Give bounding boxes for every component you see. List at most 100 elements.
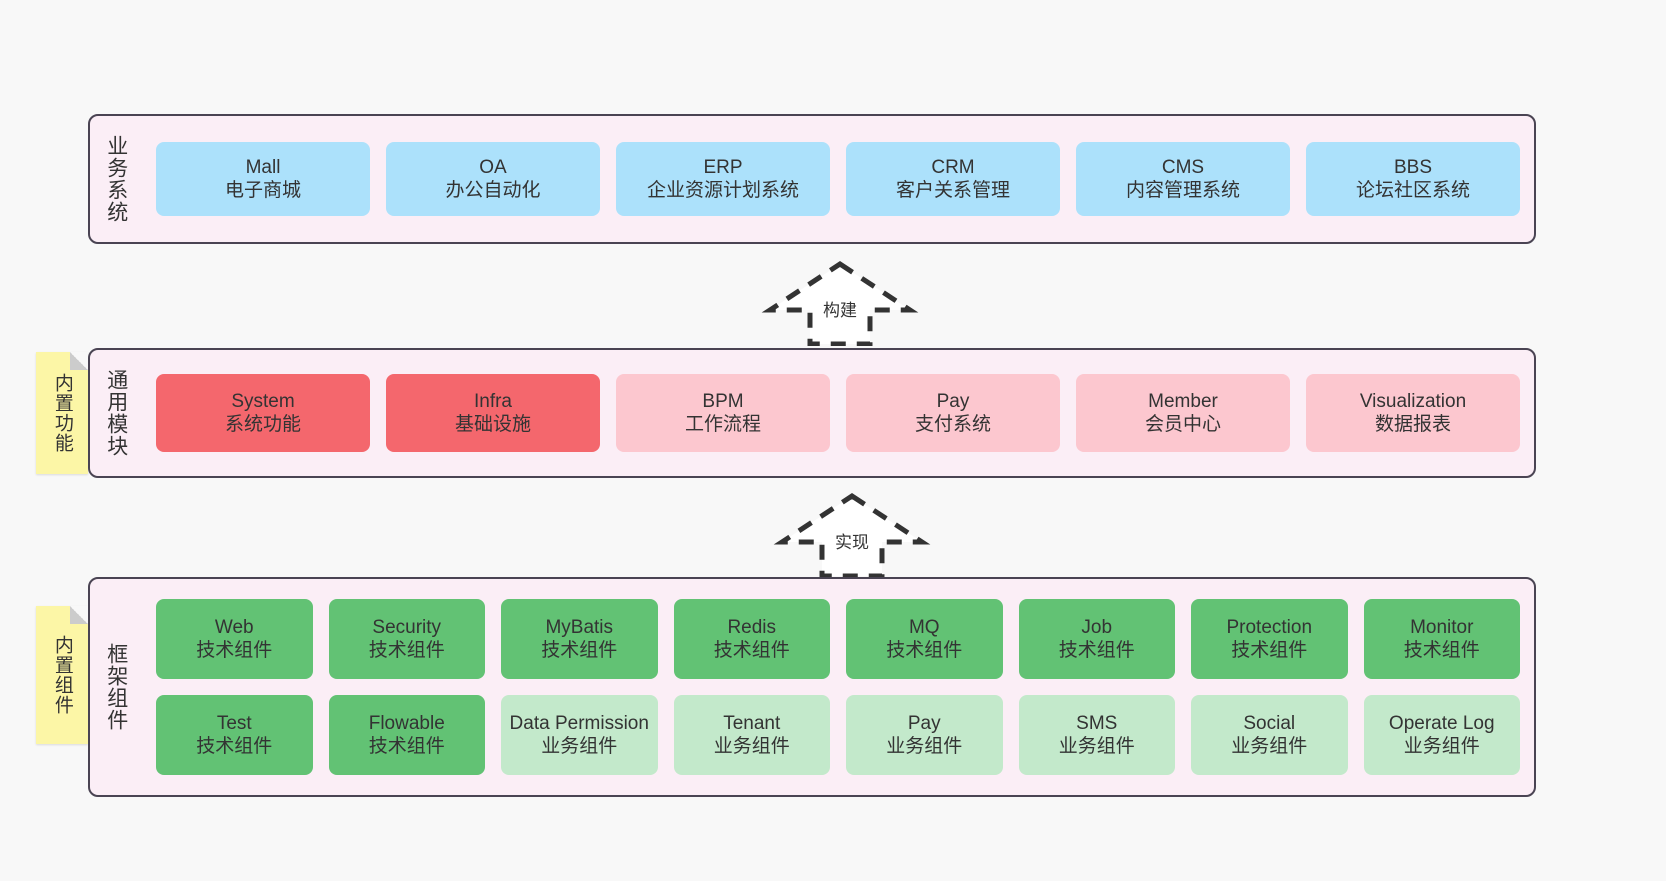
card-job[interactable]: Job 技术组件 xyxy=(1018,599,1175,679)
card-tenant[interactable]: Tenant 业务组件 xyxy=(673,695,830,775)
card-row: Web 技术组件 Security 技术组件 MyBatis 技术组件 Redi… xyxy=(156,599,1520,679)
card-cms[interactable]: CMS 内容管理系统 xyxy=(1076,142,1290,216)
card-monitor[interactable]: Monitor 技术组件 xyxy=(1363,599,1520,679)
card-title-cn: 业务组件 xyxy=(713,736,790,757)
card-title-cn: 内容管理系统 xyxy=(1125,180,1240,201)
card-member[interactable]: Member 会员中心 xyxy=(1076,374,1290,452)
card-pay[interactable]: Pay 支付系统 xyxy=(846,374,1060,452)
card-title-en: BBS xyxy=(1393,156,1433,178)
connector-realize: 实现 xyxy=(772,490,932,578)
card-title-cn: 基础设施 xyxy=(454,414,531,435)
card-title-en: Flowable xyxy=(368,712,445,734)
card-security[interactable]: Security 技术组件 xyxy=(328,599,485,679)
card-title-en: SMS xyxy=(1076,712,1118,734)
card-operate-log[interactable]: Operate Log 业务组件 xyxy=(1363,695,1520,775)
card-title-en: MyBatis xyxy=(545,616,614,638)
card-title-en: OA xyxy=(479,156,507,178)
card-title-cn: 业务组件 xyxy=(541,736,618,757)
card-title-cn: 技术组件 xyxy=(196,736,273,757)
card-title-en: Social xyxy=(1243,712,1296,734)
card-title-cn: 技术组件 xyxy=(1403,640,1480,661)
card-title-en: BPM xyxy=(702,390,744,412)
card-oa[interactable]: OA 办公自动化 xyxy=(386,142,600,216)
layer-common-module[interactable]: 通用模块 System 系统功能 Infra 基础设施 BPM 工作流程 Pay… xyxy=(88,348,1536,478)
card-flowable[interactable]: Flowable 技术组件 xyxy=(328,695,485,775)
card-visualization[interactable]: Visualization 数据报表 xyxy=(1306,374,1520,452)
card-title-cn: 技术组件 xyxy=(1231,640,1308,661)
card-infra[interactable]: Infra 基础设施 xyxy=(386,374,600,452)
card-title-en: Operate Log xyxy=(1388,712,1495,734)
card-redis[interactable]: Redis 技术组件 xyxy=(673,599,830,679)
card-bpm[interactable]: BPM 工作流程 xyxy=(616,374,830,452)
card-title-cn: 技术组件 xyxy=(368,736,445,757)
card-title-en: Test xyxy=(216,712,252,734)
card-title-cn: 业务组件 xyxy=(1403,736,1480,757)
card-title-cn: 业务组件 xyxy=(886,736,963,757)
card-sms[interactable]: SMS 业务组件 xyxy=(1018,695,1175,775)
layer-body-common: System 系统功能 Infra 基础设施 BPM 工作流程 Pay 支付系统… xyxy=(142,350,1534,476)
card-title-cn: 技术组件 xyxy=(1058,640,1135,661)
card-title-cn: 技术组件 xyxy=(541,640,618,661)
card-title-cn: 支付系统 xyxy=(914,414,991,435)
card-title-en: Protection xyxy=(1226,616,1313,638)
card-title-en: CRM xyxy=(931,156,975,178)
card-title-cn: 办公自动化 xyxy=(445,180,541,201)
card-title-en: Member xyxy=(1148,390,1218,412)
connector-build: 构建 xyxy=(760,258,920,346)
card-title-cn: 论坛社区系统 xyxy=(1355,180,1470,201)
card-title-cn: 技术组件 xyxy=(886,640,963,661)
card-mall[interactable]: Mall 电子商城 xyxy=(156,142,370,216)
card-mybatis[interactable]: MyBatis 技术组件 xyxy=(501,599,658,679)
card-title-cn: 电子商城 xyxy=(224,180,301,201)
card-title-cn: 系统功能 xyxy=(224,414,301,435)
card-title-cn: 业务组件 xyxy=(1231,736,1308,757)
card-title-en: Mall xyxy=(245,156,281,178)
card-title-cn: 技术组件 xyxy=(368,640,445,661)
layer-body-framework: Web 技术组件 Security 技术组件 MyBatis 技术组件 Redi… xyxy=(142,579,1534,795)
card-mq[interactable]: MQ 技术组件 xyxy=(846,599,1003,679)
card-title-en: ERP xyxy=(703,156,743,178)
card-title-en: MQ xyxy=(908,616,940,638)
layer-business-system[interactable]: 业务系统 Mall 电子商城 OA 办公自动化 ERP 企业资源计划系统 CRM… xyxy=(88,114,1536,244)
card-row: Mall 电子商城 OA 办公自动化 ERP 企业资源计划系统 CRM 客户关系… xyxy=(156,142,1520,216)
card-title-en: Pay xyxy=(907,712,941,734)
layer-body-business: Mall 电子商城 OA 办公自动化 ERP 企业资源计划系统 CRM 客户关系… xyxy=(142,116,1534,242)
card-title-cn: 业务组件 xyxy=(1058,736,1135,757)
card-pay-business[interactable]: Pay 业务组件 xyxy=(846,695,1003,775)
card-erp[interactable]: ERP 企业资源计划系统 xyxy=(616,142,830,216)
card-title-en: CMS xyxy=(1161,156,1205,178)
card-title-cn: 会员中心 xyxy=(1144,414,1221,435)
sticky-note-builtin-function[interactable]: 内置功能 xyxy=(36,352,88,474)
card-web[interactable]: Web 技术组件 xyxy=(156,599,313,679)
card-title-en: Job xyxy=(1081,616,1113,638)
card-protection[interactable]: Protection 技术组件 xyxy=(1191,599,1348,679)
card-title-cn: 客户关系管理 xyxy=(895,180,1010,201)
card-title-en: Tenant xyxy=(723,712,781,734)
card-row: System 系统功能 Infra 基础设施 BPM 工作流程 Pay 支付系统… xyxy=(156,374,1520,452)
card-title-cn: 技术组件 xyxy=(196,640,273,661)
card-social[interactable]: Social 业务组件 xyxy=(1191,695,1348,775)
card-title-en: Security xyxy=(372,616,442,638)
card-title-cn: 企业资源计划系统 xyxy=(646,180,799,201)
card-title-cn: 数据报表 xyxy=(1374,414,1451,435)
card-row: Test 技术组件 Flowable 技术组件 Data Permission … xyxy=(156,695,1520,775)
layer-framework-component[interactable]: 框架组件 Web 技术组件 Security 技术组件 MyBatis 技术组件… xyxy=(88,577,1536,797)
card-bbs[interactable]: BBS 论坛社区系统 xyxy=(1306,142,1520,216)
card-title-en: Web xyxy=(214,616,254,638)
card-title-en: Infra xyxy=(473,390,513,412)
card-title-en: Data Permission xyxy=(509,712,649,734)
card-title-cn: 工作流程 xyxy=(684,414,761,435)
card-crm[interactable]: CRM 客户关系管理 xyxy=(846,142,1060,216)
card-title-cn: 技术组件 xyxy=(713,640,790,661)
card-system[interactable]: System 系统功能 xyxy=(156,374,370,452)
layer-title-common: 通用模块 xyxy=(104,369,128,457)
card-title-en: Visualization xyxy=(1359,390,1467,412)
card-test[interactable]: Test 技术组件 xyxy=(156,695,313,775)
card-data-permission[interactable]: Data Permission 业务组件 xyxy=(501,695,658,775)
card-title-en: Monitor xyxy=(1410,616,1474,638)
card-title-en: System xyxy=(231,390,295,412)
layer-title-business: 业务系统 xyxy=(104,135,128,223)
layer-title-framework: 框架组件 xyxy=(104,643,128,731)
sticky-note-builtin-component[interactable]: 内置组件 xyxy=(36,606,88,744)
